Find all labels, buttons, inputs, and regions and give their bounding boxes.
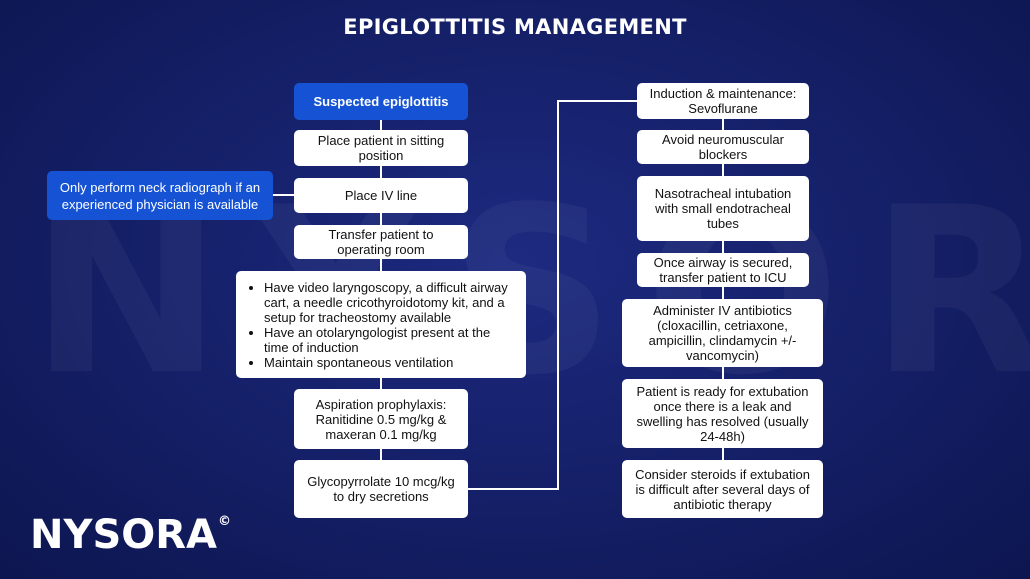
nysora-logo: NYSORA© xyxy=(30,512,231,558)
copyright-mark: © xyxy=(218,514,232,529)
logo-text: NYSORA xyxy=(30,512,218,558)
prep-item-otolaryngologist: Have an otolaryngologist present at the … xyxy=(264,325,516,355)
step-consider-steroids: Consider steroids if extubation is diffi… xyxy=(622,460,823,518)
step-glycopyrrolate: Glycopyrrolate 10 mcg/kg to dry secretio… xyxy=(294,460,468,518)
step-airway-preparation: Have video laryngoscopy, a difficult air… xyxy=(236,271,526,378)
side-note-neck-radiograph: Only perform neck radiograph if an exper… xyxy=(47,171,273,220)
step-aspiration-prophylaxis: Aspiration prophylaxis: Ranitidine 0.5 m… xyxy=(294,389,468,449)
page-title: EPIGLOTTITIS MANAGEMENT xyxy=(343,15,687,39)
connector-glyco-induction xyxy=(468,100,637,490)
step-place-iv-line: Place IV line xyxy=(294,178,468,213)
step-transfer-operating-room: Transfer patient to operating room xyxy=(294,225,468,259)
airway-preparation-list: Have video laryngoscopy, a difficult air… xyxy=(248,280,516,370)
prep-item-equipment: Have video laryngoscopy, a difficult air… xyxy=(264,280,516,325)
step-sitting-position: Place patient in sitting position xyxy=(294,130,468,166)
step-transfer-icu: Once airway is secured, transfer patient… xyxy=(637,253,809,287)
step-induction-sevoflurane: Induction & maintenance: Sevoflurane xyxy=(637,83,809,119)
step-iv-antibiotics: Administer IV antibiotics (cloxacillin, … xyxy=(622,299,823,367)
step-ready-for-extubation: Patient is ready for extubation once the… xyxy=(622,379,823,448)
step-avoid-neuromuscular-blockers: Avoid neuromuscular blockers xyxy=(637,130,809,164)
prep-item-spontaneous-ventilation: Maintain spontaneous ventilation xyxy=(264,355,516,370)
step-suspected-epiglottitis: Suspected epiglottitis xyxy=(294,83,468,120)
step-nasotracheal-intubation: Nasotracheal intubation with small endot… xyxy=(637,176,809,241)
